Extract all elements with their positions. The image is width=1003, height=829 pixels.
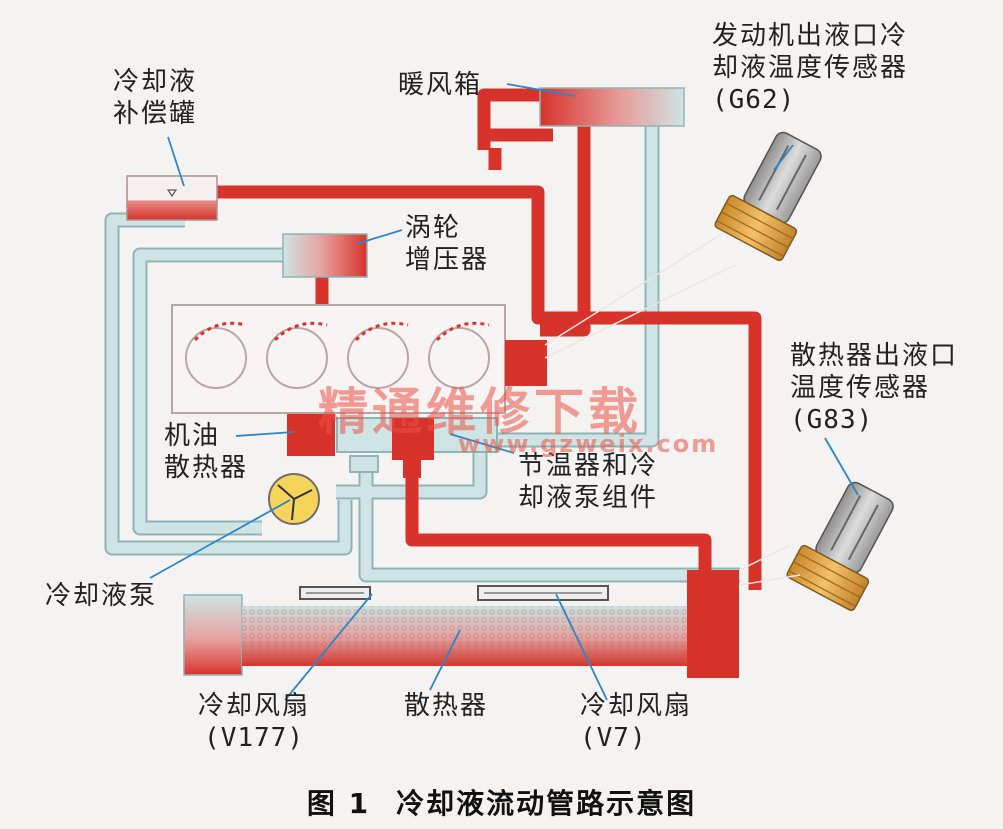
label-heater-box: 暖风箱 bbox=[398, 70, 483, 100]
sensor-g62 bbox=[714, 131, 822, 262]
label-turbocharger-line2: 增压器 bbox=[405, 245, 490, 275]
label-thermostat-pump: 节温器和冷 却液泵组件 bbox=[518, 450, 658, 514]
label-sensor-g62-line3: (G62) bbox=[712, 85, 796, 115]
figure-caption: 图 1 冷却液流动管路示意图 bbox=[0, 782, 1003, 822]
figure-title: 冷却液流动管路示意图 bbox=[396, 787, 697, 820]
label-reservoir-line2: 补偿罐 bbox=[113, 99, 198, 129]
thermostat-housing bbox=[505, 340, 547, 386]
label-turbocharger: 涡轮 增压器 bbox=[405, 212, 489, 276]
label-thermostat-pump-line1: 节温器和冷 bbox=[518, 451, 659, 481]
radiator-unit bbox=[183, 570, 739, 678]
label-fan-v177: 冷却风扇 (V177) bbox=[198, 690, 310, 754]
figure-number: 图 1 bbox=[306, 787, 371, 820]
label-sensor-g83: 散热器出液口 温度传感器 (G83) bbox=[790, 340, 958, 436]
label-oil-cooler: 机油 散热器 bbox=[164, 420, 248, 484]
label-radiator: 散热器 bbox=[404, 691, 489, 721]
cooling-fan-v177 bbox=[299, 586, 371, 600]
label-fan-v7: 冷却风扇 (V7) bbox=[580, 690, 692, 754]
label-sensor-g62: 发动机出液口冷 却液温度传感器 (G62) bbox=[712, 20, 908, 116]
label-sensor-g83-line3: (G83) bbox=[790, 405, 874, 435]
label-coolant-pump: 冷却液泵 bbox=[45, 581, 158, 611]
label-fan-v177-line2: (V177) bbox=[204, 723, 304, 753]
label-turbocharger-line1: 涡轮 bbox=[405, 213, 462, 243]
label-sensor-g83-line2: 温度传感器 bbox=[790, 373, 931, 403]
label-oil-cooler-line2: 散热器 bbox=[164, 453, 249, 483]
label-oil-cooler-line1: 机油 bbox=[164, 421, 221, 451]
label-fan-v7-line1: 冷却风扇 bbox=[580, 691, 693, 721]
watermark-text: 精通维修下载 bbox=[318, 383, 642, 441]
coolant-pump-symbol bbox=[268, 473, 320, 525]
reservoir-tank bbox=[126, 175, 218, 221]
turbocharger bbox=[282, 233, 368, 278]
sensor-view-cones bbox=[544, 234, 801, 586]
label-sensor-g62-line1: 发动机出液口冷 bbox=[712, 21, 909, 51]
label-reservoir: 冷却液 补偿罐 bbox=[113, 66, 197, 130]
thermostat-pump-assembly bbox=[336, 417, 498, 478]
label-fan-v7-line2: (V7) bbox=[580, 723, 647, 753]
leader-lines bbox=[149, 83, 859, 701]
watermark-url: www.gzweix.com bbox=[458, 430, 719, 458]
label-sensor-g83-line1: 散热器出液口 bbox=[790, 341, 959, 371]
label-thermostat-pump-line2: 却液泵组件 bbox=[518, 483, 659, 513]
heater-feed-pipe bbox=[477, 128, 553, 150]
label-reservoir-line1: 冷却液 bbox=[113, 67, 198, 97]
cooling-fan-v7 bbox=[477, 585, 609, 601]
label-fan-v177-line1: 冷却风扇 bbox=[198, 691, 311, 721]
engine-block bbox=[171, 304, 506, 414]
oil-cooler bbox=[287, 414, 335, 456]
label-sensor-g62-line2: 却液温度传感器 bbox=[712, 53, 909, 83]
sensor-g83 bbox=[786, 481, 894, 612]
